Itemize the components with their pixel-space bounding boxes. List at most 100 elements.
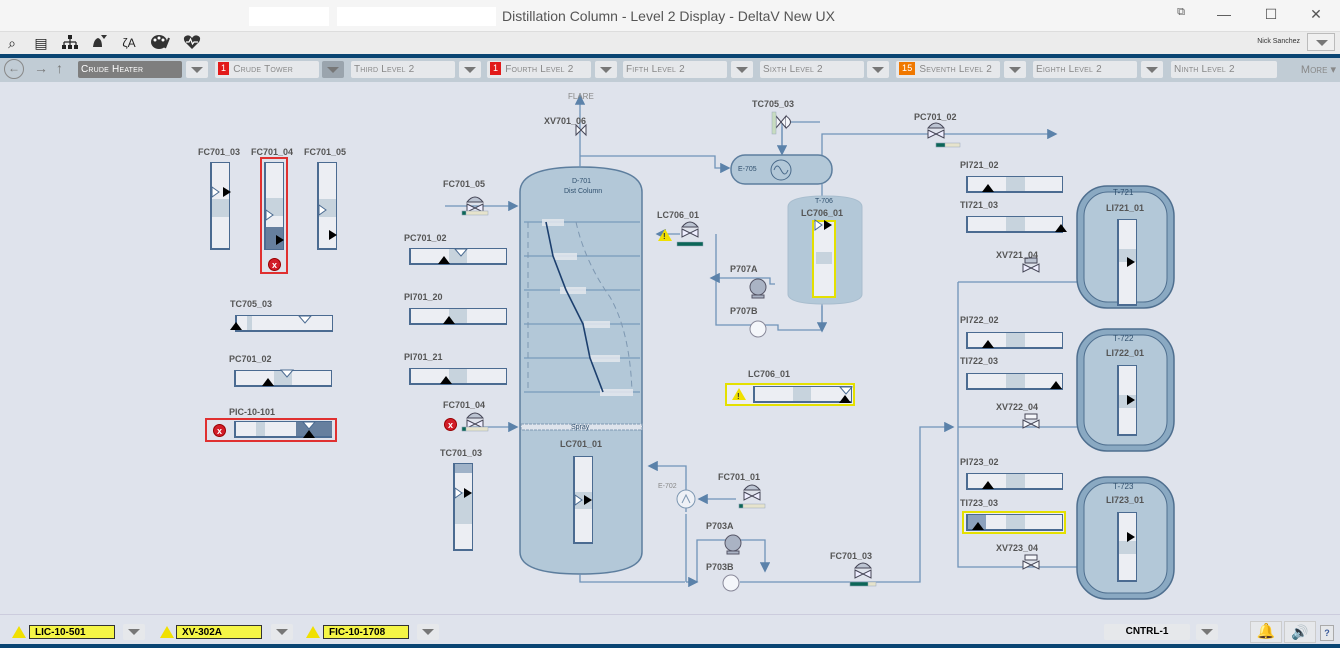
bargraph-pi701-21[interactable]	[409, 368, 507, 385]
forward-button[interactable]: →	[34, 60, 48, 76]
bargraph-pi721-02[interactable]	[966, 176, 1063, 193]
user-menu-dropdown[interactable]	[1307, 33, 1335, 51]
horn-icon[interactable]: 🔊	[1284, 621, 1316, 643]
tag-label: PI701_21	[404, 352, 443, 362]
more-tabs-button[interactable]: More ▾	[1300, 64, 1336, 76]
alarm-dropdown[interactable]	[271, 624, 293, 640]
bargraph-pi722-02[interactable]	[966, 332, 1063, 349]
tag-label: PC701_02	[914, 112, 957, 122]
bargraph-fc701-05[interactable]	[317, 162, 337, 250]
bargraph-pc701-02-mid[interactable]	[409, 248, 507, 265]
nav-tab-dropdown[interactable]	[731, 61, 753, 78]
alarm-banner-item[interactable]: XV-302A	[176, 625, 262, 639]
bargraph-ti722-03[interactable]	[966, 373, 1063, 390]
nav-tab-eighth-level-2[interactable]: Eighth Level 2	[1033, 61, 1137, 78]
bargraph-li723-01[interactable]	[1117, 512, 1137, 582]
bargraph-li721-01[interactable]	[1117, 219, 1137, 306]
window-title: Distillation Column - Level 2 Display - …	[502, 8, 836, 24]
tag-label: FC701_05	[443, 179, 486, 189]
chevron-down-icon	[128, 629, 140, 635]
bargraph-tc701-03[interactable]	[453, 463, 473, 551]
nav-tab-dropdown[interactable]	[867, 61, 889, 78]
bargraph-fc701-04[interactable]	[264, 162, 284, 250]
bargraph-tc705-03[interactable]	[235, 315, 333, 332]
close-button[interactable]: ✕	[1310, 6, 1322, 22]
bargraph-pi701-20[interactable]	[409, 308, 507, 325]
pumps	[724, 278, 767, 555]
tag-label: TC705_03	[752, 99, 795, 109]
chevron-down-icon	[1316, 40, 1328, 46]
chevron-down-icon	[1201, 629, 1213, 635]
warning-icon	[160, 626, 174, 638]
tag-label: PI722_02	[960, 315, 999, 325]
tag-label: TI722_03	[960, 356, 999, 366]
up-button[interactable]: ↑	[56, 60, 63, 76]
nav-tab-ninth-level-2[interactable]: Ninth Level 2	[1171, 61, 1277, 78]
bargraph-lc706-01[interactable]	[753, 386, 852, 403]
bargraph-li722-01[interactable]	[1117, 365, 1137, 436]
chevron-down-icon	[736, 67, 748, 73]
tag-label: PI723_02	[960, 457, 999, 467]
error-icon: x	[268, 258, 281, 271]
chevron-down-icon	[276, 629, 288, 635]
palette-icon[interactable]	[150, 34, 170, 52]
nav-tab-sixth-level-2[interactable]: Sixth Level 2	[760, 61, 864, 78]
faceplate-icon[interactable]: ▤	[34, 35, 48, 51]
warning-icon	[732, 388, 746, 400]
popout-icon[interactable]: ⧉	[1177, 6, 1185, 18]
tag-label: P707B	[730, 306, 758, 316]
nav-tab-dropdown[interactable]	[1141, 61, 1163, 78]
tag-label: FC701_01	[718, 472, 761, 482]
spray-label: Spray	[571, 424, 590, 431]
chevron-down-icon	[1146, 67, 1158, 73]
bargraph-ti723-03[interactable]	[966, 514, 1063, 531]
alarm-dropdown[interactable]	[417, 624, 439, 640]
help-button[interactable]: ?	[1320, 625, 1334, 641]
tag-label: XV722_04	[996, 402, 1039, 412]
back-button[interactable]: ←	[4, 59, 24, 79]
maximize-button[interactable]: ☐	[1264, 6, 1278, 22]
health-icon[interactable]	[182, 34, 202, 52]
alarm-highlight	[260, 157, 288, 274]
hierarchy-icon[interactable]	[60, 34, 80, 52]
bargraph-pc701-02[interactable]	[234, 370, 332, 387]
alarm-banner-item[interactable]: FIC-10-1708	[323, 625, 409, 639]
language-icon[interactable]: ζA	[122, 36, 136, 50]
alarm-filter-icon[interactable]	[89, 34, 109, 52]
nav-tab-dropdown[interactable]	[186, 61, 208, 78]
bargraph-pi723-02[interactable]	[966, 473, 1063, 490]
error-icon: x	[444, 418, 457, 431]
alarm-bell-icon[interactable]: 🔔	[1250, 621, 1282, 643]
warning-icon	[658, 229, 672, 241]
alarm-highlight	[205, 418, 337, 442]
vessel-label: E-705	[738, 166, 757, 173]
user-name: Nick Sanchez	[1257, 38, 1300, 45]
bargraph-pic-10-101[interactable]	[234, 421, 332, 438]
nav-tab-crude-heater[interactable]: Crude Heater	[78, 61, 182, 78]
nav-tab-dropdown[interactable]	[459, 61, 481, 78]
bargraph-ti721-03[interactable]	[966, 216, 1063, 233]
controller-dropdown[interactable]	[1196, 624, 1218, 640]
nav-tab-third-level-2[interactable]: Third Level 2	[351, 61, 455, 78]
nav-tab-label: Crude Tower	[233, 64, 293, 75]
nav-tab-dropdown[interactable]	[595, 61, 617, 78]
nav-divider	[0, 54, 1340, 58]
bargraph-lc701-01[interactable]	[573, 456, 593, 544]
vessel-label: T-706	[815, 198, 833, 205]
bargraph-fc701-03[interactable]	[210, 162, 230, 250]
search-icon[interactable]: ⌕	[8, 35, 16, 51]
nav-tab-dropdown[interactable]	[1004, 61, 1026, 78]
controller-selector[interactable]: CNTRL-1	[1104, 624, 1190, 640]
nav-tab-dropdown[interactable]	[322, 61, 344, 78]
alarm-banner-item[interactable]: LIC-10-501	[29, 625, 115, 639]
nav-tab-fifth-level-2[interactable]: Fifth Level 2	[623, 61, 727, 78]
nav-tab-label: Fourth Level 2	[505, 64, 574, 75]
alarm-dropdown[interactable]	[123, 624, 145, 640]
exchanger-e705	[730, 154, 833, 185]
minimize-button[interactable]: —	[1217, 6, 1231, 22]
bargraph-lc706-01-tank[interactable]	[812, 220, 836, 298]
warning-icon	[12, 626, 26, 638]
